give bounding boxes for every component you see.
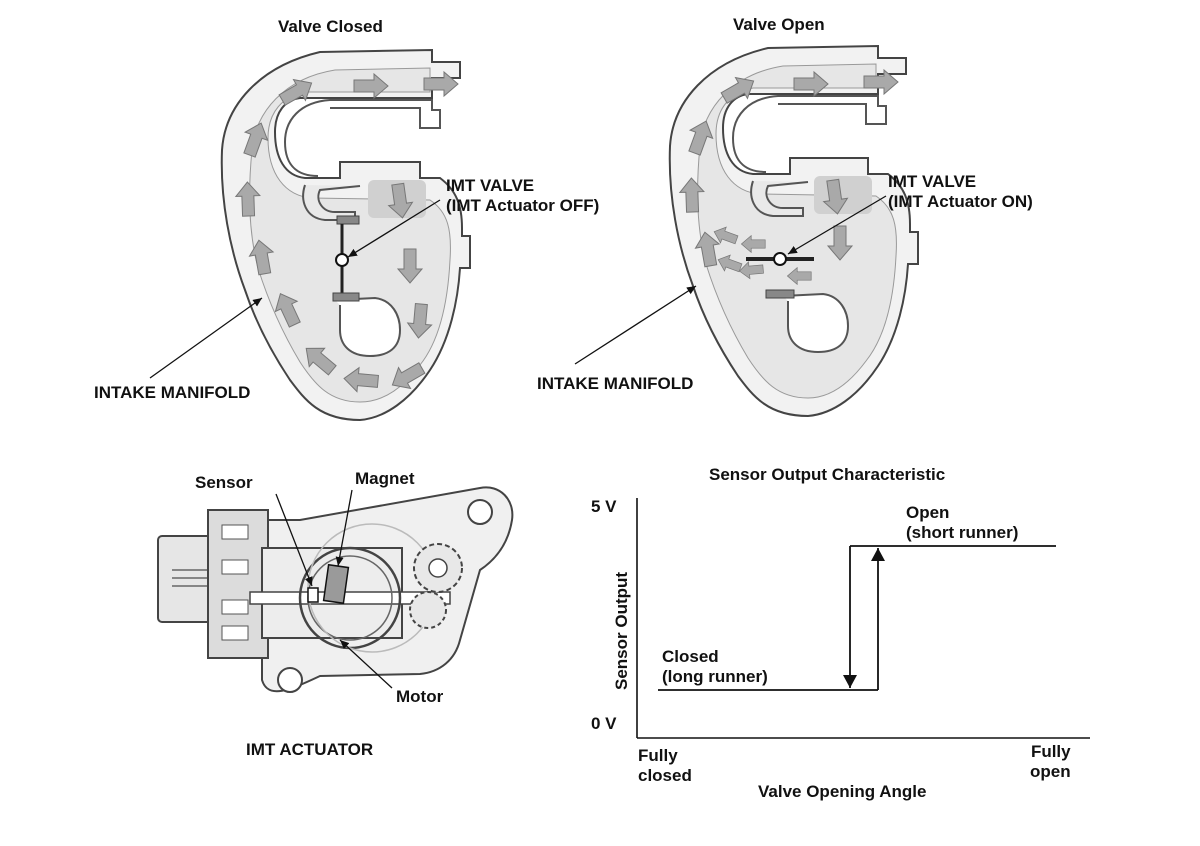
motor-label: Motor [396, 687, 444, 706]
lower-loop [334, 296, 402, 358]
imt-valve-closed [332, 215, 360, 302]
valve-closed-panel [149, 48, 471, 422]
state-open-label: Open (short runner) [906, 503, 1019, 542]
inner-runner-wall [283, 99, 441, 177]
lower-loop [782, 292, 850, 354]
chart-title: Sensor Output Characteristic [709, 465, 946, 484]
intake-manifold-label-open: INTAKE MANIFOLD [537, 374, 694, 393]
shadow-block [814, 176, 872, 214]
x-tick-fully-closed: Fully closed [638, 746, 692, 785]
imt-valve-closed-label: IMT VALVE (IMT Actuator OFF) [446, 176, 600, 215]
valve-leader-closed [347, 199, 441, 258]
intake-manifold-label-closed: INTAKE MANIFOLD [94, 383, 251, 402]
manifold-leader-open [574, 285, 697, 365]
y-tick-5v: 5 V [591, 497, 617, 516]
sensor-leader [275, 493, 313, 587]
mount-hole-bottom [277, 667, 303, 693]
connector [157, 535, 215, 623]
motor-leader [339, 639, 393, 689]
y-tick-0v: 0 V [591, 714, 617, 733]
sensor-output-chart [636, 498, 1090, 739]
manifold-leader-closed [149, 297, 263, 379]
sensor-element [307, 587, 319, 603]
imt-actuator-caption: IMT ACTUATOR [246, 740, 374, 759]
valve-open-panel [574, 44, 919, 418]
x-tick-fully-open: Fully open [1030, 742, 1071, 781]
magnet-leader [335, 489, 353, 567]
y-axis-label: Sensor Output [612, 571, 631, 690]
gear-small [409, 591, 447, 629]
valve-open-title: Valve Open [733, 15, 825, 34]
x-axis-label: Valve Opening Angle [758, 782, 927, 801]
magnet-label: Magnet [355, 469, 415, 488]
inner-runner-wall [731, 95, 887, 173]
imt-valve-open [746, 252, 814, 299]
mount-hole-top [467, 499, 493, 525]
sensor-label: Sensor [195, 473, 253, 492]
imt-actuator-drawing [157, 486, 514, 693]
valve-closed-title: Valve Closed [278, 17, 383, 36]
imt-valve-open-label: IMT VALVE (IMT Actuator ON) [888, 172, 1033, 211]
state-closed-label: Closed (long runner) [662, 647, 768, 686]
magnet-element [322, 563, 350, 605]
inner-plenum [302, 184, 361, 221]
valve-leader-open [787, 195, 887, 255]
inner-plenum [750, 180, 809, 217]
